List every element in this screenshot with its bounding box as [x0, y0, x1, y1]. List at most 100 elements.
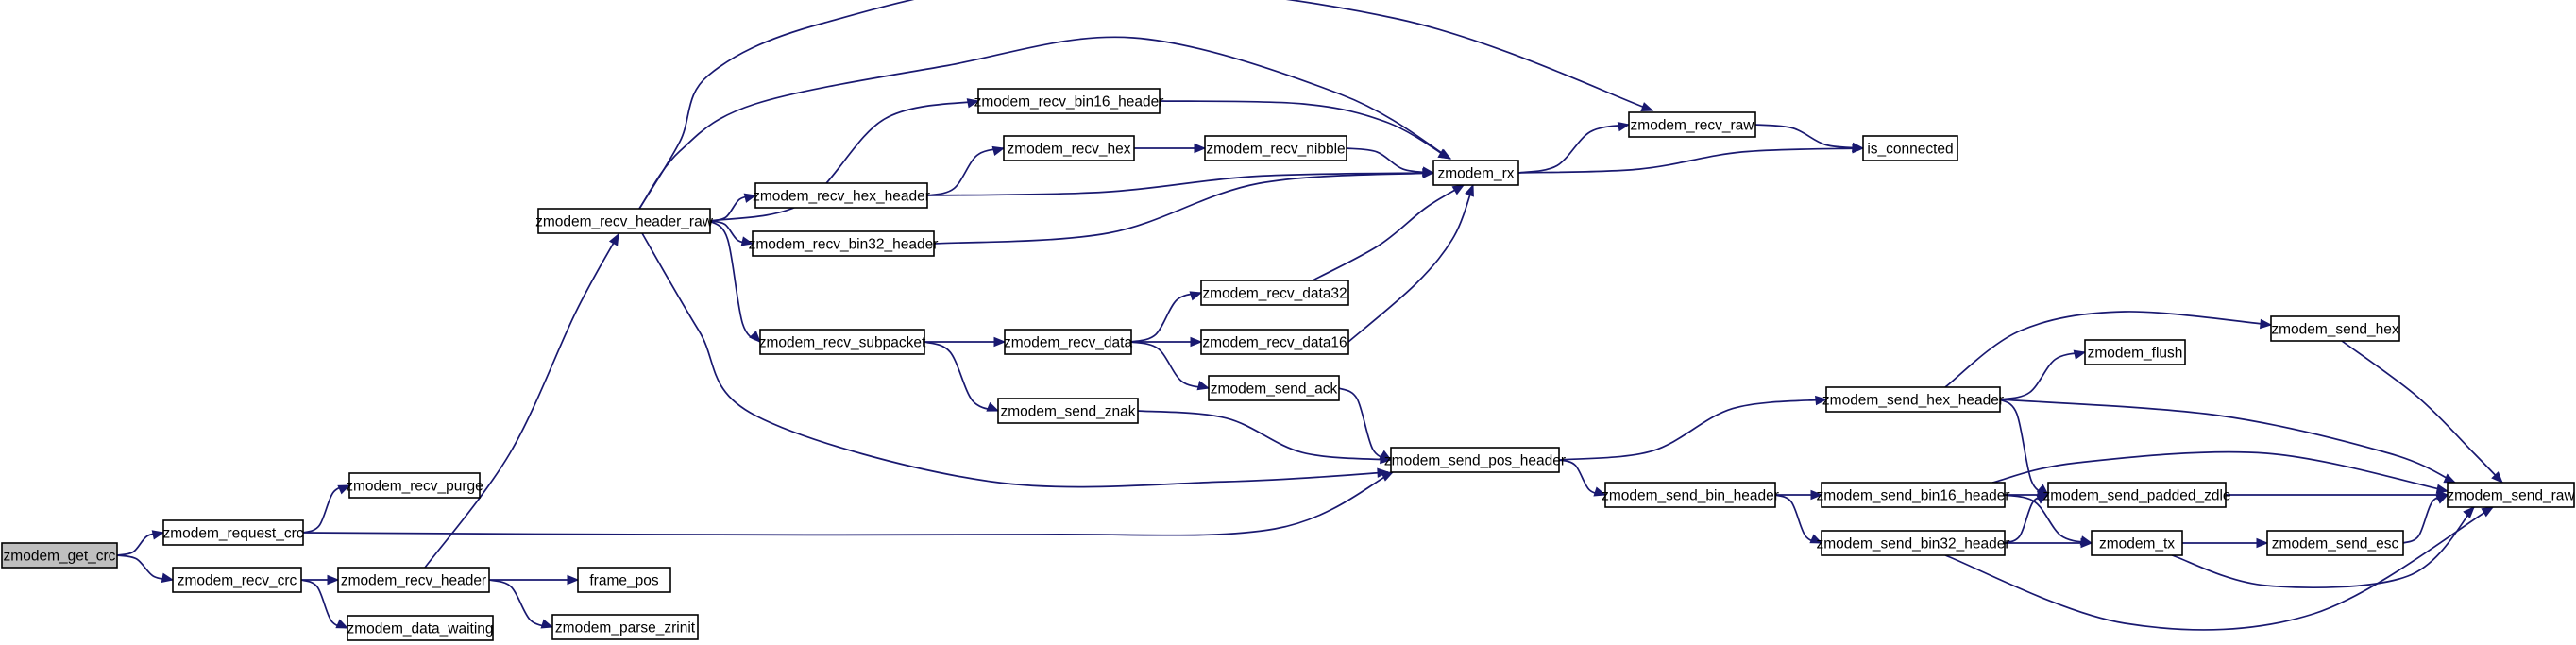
node-zmodem-recv-data[interactable]: zmodem_recv_data: [1004, 329, 1133, 355]
node-box: [1390, 447, 1560, 473]
node-label: frame_pos: [589, 573, 658, 589]
edge-line: [641, 232, 1389, 488]
edge-zmodem_send_bin_header-to-zmodem_send_bin16_header: [1775, 489, 1823, 501]
node-zmodem-request-crc[interactable]: zmodem_request_crc: [162, 519, 304, 546]
node-box: [1204, 135, 1347, 161]
edge-line: [1517, 124, 1630, 174]
arrowhead-icon: [2260, 318, 2273, 330]
arrowhead-icon: [1617, 121, 1631, 132]
node-zmodem-recv-hex[interactable]: zmodem_recv_hex: [1003, 135, 1135, 161]
edge-zmodem_tx-to-zmodem_send_raw: [2171, 506, 2475, 588]
edge-line: [638, 36, 1451, 210]
node-label: zmodem_recv_raw: [1631, 118, 1755, 134]
arrowhead-icon: [335, 619, 349, 629]
node-label: zmodem_send_hex: [2271, 322, 2399, 338]
node-zmodem-send-esc[interactable]: zmodem_send_esc: [2266, 530, 2404, 556]
node-label: zmodem_recv_data16: [1202, 335, 1347, 351]
node-label: zmodem_request_crc: [162, 526, 303, 542]
node-zmodem-recv-subpacket[interactable]: zmodem_recv_subpacket: [759, 329, 926, 355]
node-zmodem-send-bin-header[interactable]: zmodem_send_bin_header: [1602, 482, 1779, 508]
node-zmodem-get-crc[interactable]: zmodem_get_crc: [1, 542, 118, 569]
edge-zmodem_get_crc-to-zmodem_request_crc: [116, 530, 165, 556]
node-zmodem-send-ack[interactable]: zmodem_send_ack: [1208, 375, 1340, 401]
node-label: zmodem_recv_data32: [1202, 286, 1347, 302]
node-label: zmodem_recv_hex_header: [753, 189, 930, 205]
node-zmodem-send-hex-header[interactable]: zmodem_send_hex_header: [1822, 386, 2004, 413]
arrowhead-icon: [743, 193, 757, 203]
node-label: zmodem_tx: [2099, 536, 2175, 552]
edge-zmodem_recv_header_raw-to-zmodem_recv_hex_header: [709, 193, 757, 222]
node-box: [1821, 482, 2006, 508]
node-is-connected[interactable]: is_connected: [1862, 135, 1958, 161]
edge-zmodem_recv_header-to-zmodem_recv_header_raw: [424, 232, 619, 569]
node-box: [348, 472, 481, 499]
node-zmodem-send-raw[interactable]: zmodem_send_raw: [2447, 482, 2575, 508]
node-label: zmodem_send_esc: [2272, 536, 2399, 552]
node-zmodem-recv-hex-header[interactable]: zmodem_recv_hex_header: [753, 182, 930, 209]
arrowhead-icon: [1379, 450, 1393, 461]
node-box: [2091, 530, 2183, 556]
node-label: zmodem_recv_bin32_header: [749, 237, 939, 253]
arrowhead-icon: [2435, 494, 2449, 504]
node-zmodem-send-pos-header[interactable]: zmodem_send_pos_header: [1384, 447, 1566, 473]
edge-line: [1517, 147, 1864, 174]
edge-zmodem_send_hex_header-to-zmodem_send_hex: [1944, 311, 2273, 388]
node-label: zmodem_send_bin16_header: [1816, 488, 2009, 504]
arrowhead-icon: [2256, 537, 2269, 549]
edge-zmodem_send_bin32_header-to-zmodem_send_padded_zdle: [2004, 494, 2050, 544]
arrowhead-icon: [2481, 506, 2495, 518]
node-zmodem-send-bin16-header[interactable]: zmodem_send_bin16_header: [1816, 482, 2010, 508]
edge-line: [2341, 340, 2503, 484]
node-zmodem-recv-nibble[interactable]: zmodem_recv_nibble: [1204, 135, 1347, 161]
node-zmodem-recv-raw[interactable]: zmodem_recv_raw: [1628, 111, 1756, 138]
node-zmodem-rx[interactable]: zmodem_rx: [1432, 160, 1519, 186]
node-label: zmodem_recv_header: [341, 573, 486, 589]
node-box: [1003, 135, 1135, 161]
node-zmodem-recv-data32[interactable]: zmodem_recv_data32: [1200, 280, 1349, 306]
node-zmodem-send-bin32-header[interactable]: zmodem_send_bin32_header: [1816, 530, 2010, 556]
node-label: zmodem_send_bin_header: [1602, 488, 1779, 504]
edge-zmodem_recv_header_raw-to-zmodem_recv_bin16_header: [709, 98, 980, 222]
node-box: [1862, 135, 1958, 161]
node-zmodem-send-znak[interactable]: zmodem_send_znak: [997, 398, 1139, 424]
edge-zmodem_send_hex_header-to-zmodem_send_raw: [1999, 399, 2457, 484]
arrowhead-icon: [986, 401, 1000, 412]
node-zmodem-flush[interactable]: zmodem_flush: [2084, 339, 2186, 365]
node-box: [2270, 315, 2400, 342]
edge-line: [709, 100, 979, 222]
edge-zmodem_send_bin32_header-to-zmodem_tx: [2005, 537, 2093, 549]
node-zmodem-recv-header-raw[interactable]: zmodem_recv_header_raw: [535, 208, 714, 234]
node-label: zmodem_send_padded_zdle: [2042, 488, 2230, 504]
node-zmodem-recv-data16[interactable]: zmodem_recv_data16: [1200, 329, 1349, 355]
arrowhead-icon: [1465, 183, 1474, 197]
edge-line: [1159, 100, 1450, 160]
edge-zmodem_recv_crc-to-zmodem_recv_header: [300, 574, 340, 586]
node-zmodem-recv-bin32-header[interactable]: zmodem_recv_bin32_header: [749, 230, 939, 257]
node-label: zmodem_send_bin32_header: [1816, 536, 2009, 552]
node-box: [172, 567, 302, 593]
edge-line: [424, 233, 619, 569]
node-box: [1004, 329, 1132, 355]
node-zmodem-recv-header[interactable]: zmodem_recv_header: [337, 567, 490, 593]
node-zmodem-parse-zrinit[interactable]: zmodem_parse_zrinit: [551, 614, 699, 640]
node-zmodem-send-padded-zdle[interactable]: zmodem_send_padded_zdle: [2042, 482, 2231, 508]
edge-line: [1312, 184, 1465, 281]
edge-zmodem_get_crc-to-zmodem_recv_crc: [116, 554, 175, 584]
node-label: zmodem_data_waiting: [347, 621, 493, 637]
node-box: [2266, 530, 2404, 556]
node-zmodem-recv-purge[interactable]: zmodem_recv_purge: [346, 472, 483, 499]
node-zmodem-data-waiting[interactable]: zmodem_data_waiting: [347, 615, 494, 641]
node-zmodem-send-hex[interactable]: zmodem_send_hex: [2270, 315, 2400, 342]
node-zmodem-recv-bin16-header[interactable]: zmodem_recv_bin16_header: [974, 88, 1164, 114]
node-box: [337, 567, 490, 593]
arrowhead-icon: [2463, 506, 2475, 518]
arrowhead-icon: [991, 145, 1006, 157]
node-zmodem-recv-crc[interactable]: zmodem_recv_crc: [172, 567, 302, 593]
arrowhead-icon: [1422, 168, 1435, 178]
node-frame-pos[interactable]: frame_pos: [577, 567, 671, 593]
edge-zmodem_recv_data32-to-zmodem_rx: [1312, 184, 1466, 281]
edge-zmodem_recv_hex-to-zmodem_recv_nibble: [1134, 143, 1207, 154]
node-zmodem-tx[interactable]: zmodem_tx: [2091, 530, 2183, 556]
node-box: [997, 398, 1139, 424]
